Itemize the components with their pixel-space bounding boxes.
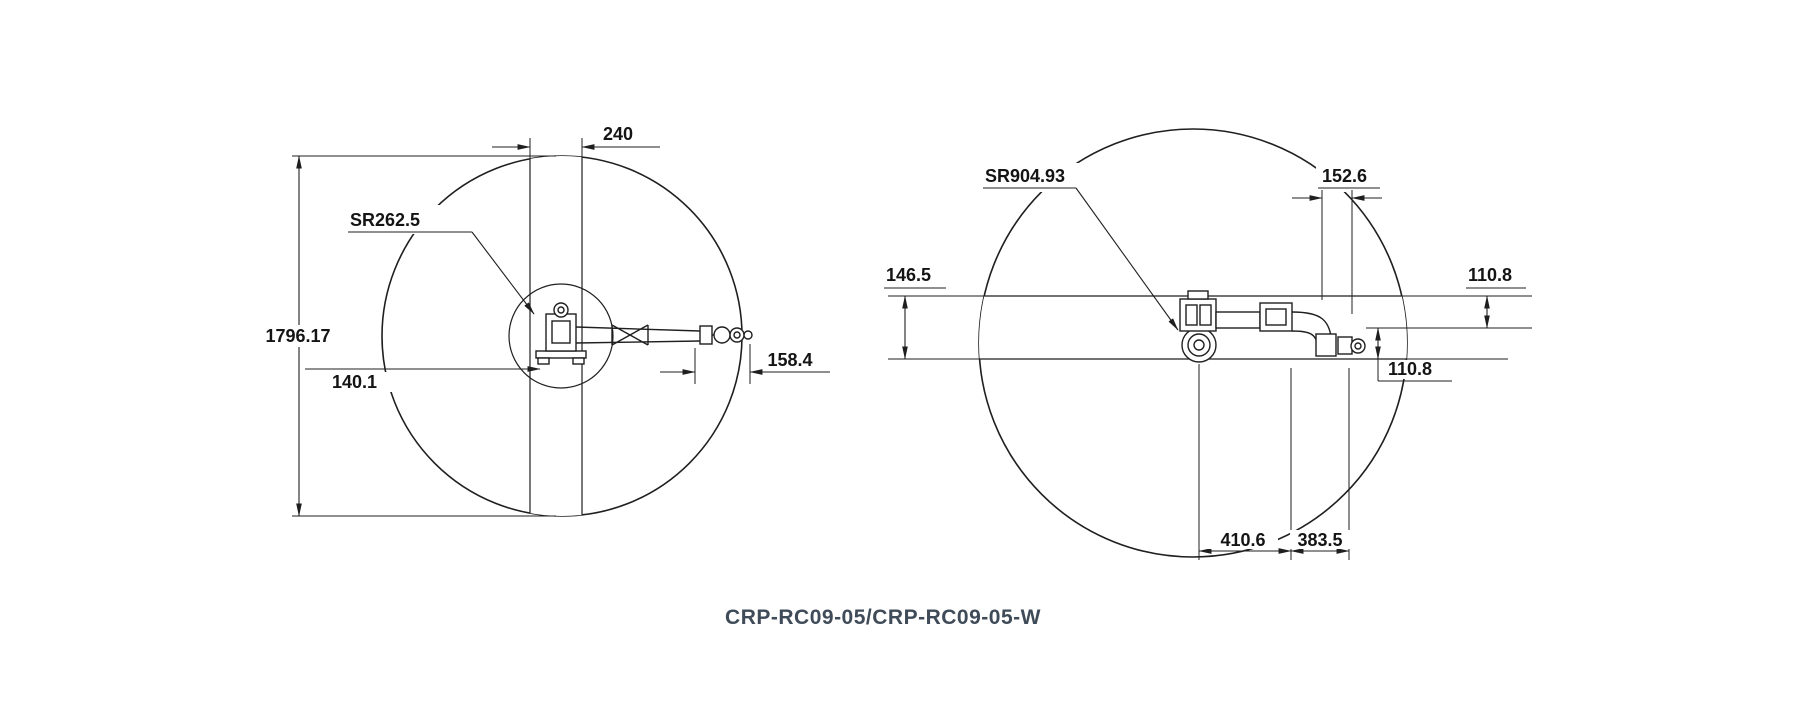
dim-sweep-radius-right-label: SR904.93 (985, 166, 1065, 186)
dim-bottom-left-label: 410.6 (1220, 530, 1265, 550)
dim-wrist-offset: 152.6 (1292, 163, 1386, 314)
right-view: SR904.93 152.6 146.5 110.8 (884, 128, 1532, 560)
dim-right-band-upper: 110.8 (1466, 265, 1526, 329)
robot-side-view (535, 302, 753, 365)
dim-base-offset: 140.1 (305, 366, 541, 392)
dim-overall-height: 1796.17 (250, 155, 556, 517)
dim-right-band-lower-label: 110.8 (1388, 359, 1432, 379)
dim-band-width: 240 (492, 124, 660, 162)
dim-left-band-label: 146.5 (886, 265, 931, 285)
left-center-clearance-circle (508, 283, 614, 389)
dim-right-band-upper-label: 110.8 (1468, 265, 1512, 285)
left-view: 1796.17 240 SR262.5 140.1 (250, 124, 830, 517)
dim-bottom-right-label: 383.5 (1297, 530, 1342, 550)
robot-top-view (1179, 290, 1366, 363)
dim-right-band-lower: 110.8 (1375, 327, 1452, 382)
model-caption: CRP-RC09-05/CRP-RC09-05-W (725, 606, 1041, 629)
dim-band-width-label: 240 (603, 124, 633, 144)
arm-joint-bowtie (611, 324, 649, 346)
dim-sweep-radius-right: SR904.93 (980, 163, 1179, 331)
dim-sweep-radius-left: SR262.5 (344, 205, 535, 315)
dim-rear-reach-label: 158.4 (767, 350, 812, 370)
dim-rear-reach: 158.4 (660, 344, 830, 384)
dim-bottom-chain: 410.6 383.5 (1198, 364, 1350, 560)
dim-left-band: 146.5 (884, 265, 946, 360)
dim-sweep-radius-left-label: SR262.5 (350, 210, 420, 230)
dim-base-offset-label: 140.1 (332, 372, 377, 392)
dim-overall-height-label: 1796.17 (265, 326, 330, 346)
dim-wrist-offset-label: 152.6 (1322, 166, 1367, 186)
